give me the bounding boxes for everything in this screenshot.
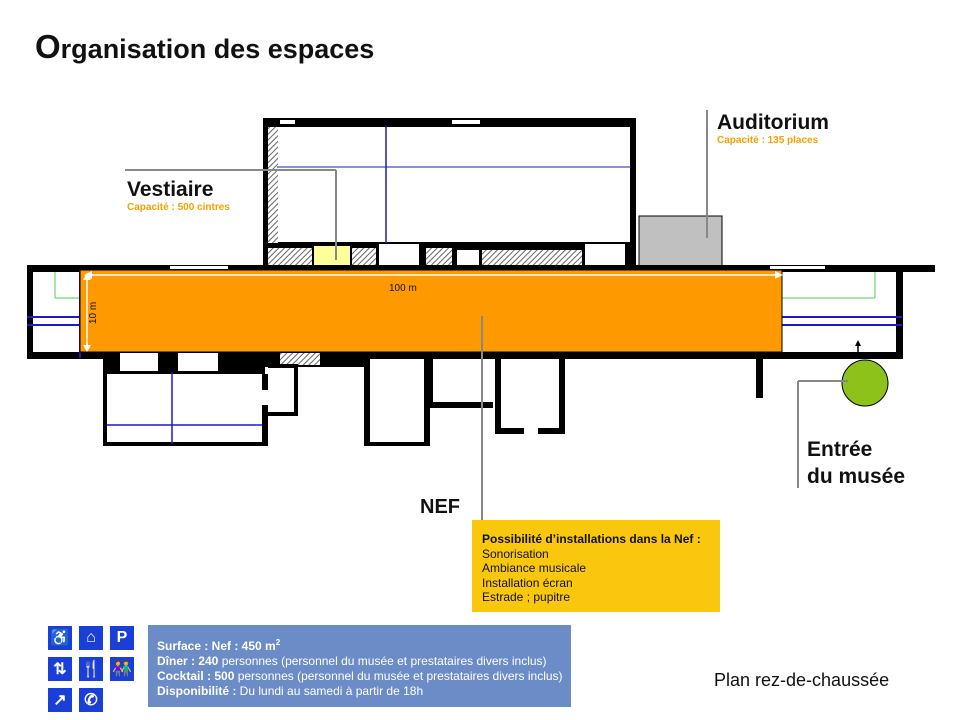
toilets-icon: 👫 [110, 657, 134, 681]
cocktail-line: Cocktail : 500 personnes (personnel du m… [157, 669, 563, 683]
installation-item: Installation écran [482, 575, 573, 590]
wheelchair-icon: ♿ [48, 626, 72, 650]
entrance-label: Entrée du musée [807, 438, 906, 488]
upper-hall [263, 118, 636, 265]
lower-rooms [103, 353, 763, 446]
installation-item: Sonorisation [482, 546, 549, 561]
nef-installations-box: Possibilité d’installations dans la Nef … [472, 520, 720, 612]
length-dimension: 100 m [389, 283, 417, 294]
vestiaire-room [314, 246, 350, 268]
restaurant-icon: 🍴 [79, 657, 103, 681]
nef-area [79, 269, 783, 353]
width-dimension: 10 m [88, 301, 99, 324]
coat-hanger-icon: ⌂ [79, 626, 103, 650]
installation-item: Ambiance musicale [482, 561, 587, 575]
nef-label: NEF [420, 496, 460, 518]
diner-line: Dîner : 240 personnes (personnel du musé… [157, 654, 547, 668]
surface-line: Surface : Nef : 450 m2 [157, 638, 281, 653]
availability-line: Disponibilité : Du lundi au samedi à par… [157, 684, 424, 698]
elevator-icon: ⇅ [48, 657, 72, 681]
installation-item: Estrade ; pupitre [482, 590, 571, 604]
escalator-icon: ↗ [48, 688, 72, 712]
parking-icon: P [110, 626, 134, 650]
auditorium-label: Auditorium Capacité : 135 places [717, 111, 829, 146]
plan-name: Plan rez-de-chaussée [714, 670, 890, 690]
entrance-marker [841, 359, 889, 407]
vestiaire-label: Vestiaire Capacité : 500 cintres [127, 178, 230, 213]
auditorium-room [638, 215, 723, 270]
telephone-icon: ✆ [79, 688, 103, 712]
capacity-info-box: Surface : Nef : 450 m2 Dîner : 240 perso… [148, 625, 571, 707]
page-title: Organisation des espaces [35, 28, 375, 65]
